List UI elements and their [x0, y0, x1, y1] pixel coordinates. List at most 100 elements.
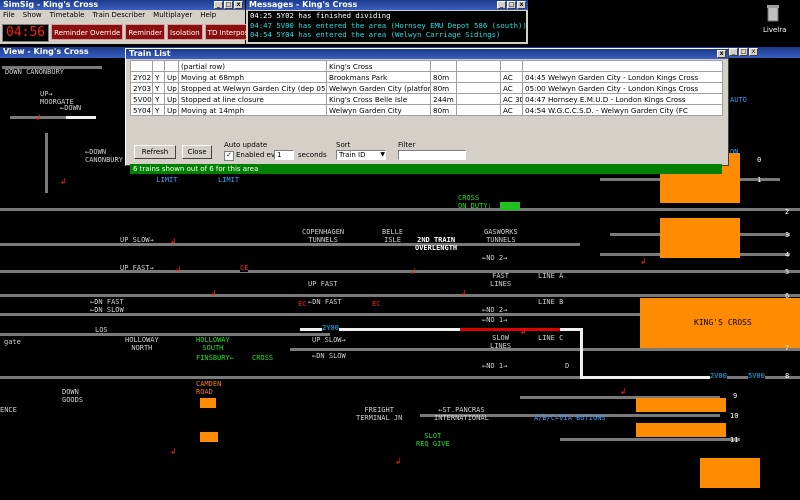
- seconds-label: seconds: [298, 151, 327, 159]
- chevron-down-icon: ▼: [380, 151, 385, 158]
- track-segment: [290, 348, 800, 351]
- menu-multiplayer[interactable]: Multiplayer: [153, 11, 193, 19]
- berth-ce[interactable]: CE: [240, 264, 249, 272]
- signal[interactable]: ↲: [395, 457, 402, 466]
- label-on: ON: [730, 148, 739, 156]
- sort-select[interactable]: Train ID▼: [336, 150, 386, 160]
- close-button[interactable]: x: [749, 48, 758, 56]
- close-list-button[interactable]: Close: [182, 145, 212, 159]
- cell: [522, 60, 723, 72]
- close-button[interactable]: x: [717, 50, 726, 58]
- cell: Y: [152, 71, 165, 83]
- cell: 2Y03: [130, 82, 153, 94]
- maximize-button[interactable]: □: [507, 1, 516, 9]
- simsig-title-bar[interactable]: SimSig - King's Cross _□x: [0, 0, 245, 10]
- label-cross: CROSS: [252, 354, 274, 362]
- berth-ec[interactable]: EC: [372, 300, 381, 308]
- signal[interactable]: ↲: [170, 447, 177, 456]
- cell: Brookmans Park: [326, 71, 431, 83]
- cell: Welwyn Garden City: [326, 104, 431, 116]
- track-segment: [560, 438, 740, 441]
- maximize-button[interactable]: □: [224, 1, 233, 9]
- reminder-override-button[interactable]: Reminder Override: [51, 24, 124, 40]
- label-up-fast: UP FAST→: [120, 264, 154, 272]
- sort-label: Sort: [336, 141, 351, 149]
- cell: [152, 60, 165, 72]
- label-gate: gate: [4, 338, 21, 346]
- platform-block: [200, 398, 216, 408]
- platform-number: 9: [733, 392, 738, 400]
- platform-number: 8: [785, 372, 790, 380]
- cell: 80m: [430, 104, 457, 116]
- minimize-button[interactable]: _: [214, 1, 223, 9]
- minimize-button[interactable]: _: [497, 1, 506, 9]
- cell: [164, 60, 179, 72]
- signal[interactable]: ↲: [640, 257, 647, 266]
- label-holloway-north: HOLLOWAY NORTH: [125, 336, 159, 352]
- signal[interactable]: ↲: [35, 113, 42, 122]
- label-up-slow-2: UP SLOW→: [312, 336, 346, 344]
- menu-train-describer[interactable]: Train Describer: [92, 11, 146, 19]
- auto-update-label: Auto update: [224, 141, 268, 149]
- label-gasworks-tunnels: GASWORKS TUNNELS: [484, 228, 518, 244]
- platform-number: 11: [730, 436, 739, 444]
- berth-2y00[interactable]: 2Y00: [322, 324, 339, 332]
- label-2nd-train-overlength: 2ND TRAIN OVERLENGTH: [415, 236, 458, 252]
- recycle-bin-icon[interactable]: [760, 4, 786, 26]
- messages-window: Messages - King's Cross _□x 04:25 5Y02 h…: [246, 0, 528, 44]
- interval-stepper[interactable]: 1: [274, 150, 294, 160]
- signal[interactable]: ↲: [460, 289, 467, 298]
- cell: 04:54 W.G.C.C.S.D. - Welwyn Garden City …: [522, 104, 723, 116]
- refresh-button[interactable]: Refresh: [134, 145, 176, 159]
- maximize-button[interactable]: □: [739, 48, 748, 56]
- label-holloway-south: HOLLOWAY SOUTH: [196, 336, 230, 352]
- menu-timetable[interactable]: Timetable: [49, 11, 85, 19]
- cell: (partial row): [178, 60, 327, 72]
- signal[interactable]: ↲: [175, 265, 182, 274]
- berth-ec[interactable]: EC: [298, 300, 307, 308]
- cell: Stopped at Welwyn Garden City (dep 05:00…: [178, 82, 327, 94]
- berth-2v00[interactable]: 2V00: [710, 372, 727, 380]
- label-no1-b: ←NO 1→: [482, 362, 508, 370]
- train-list-title-bar[interactable]: Train List x: [126, 49, 728, 59]
- cell: 80m: [430, 82, 457, 94]
- menu-file[interactable]: File: [3, 11, 15, 19]
- label-st-pancras: ←ST.PANCRAS INTERNATIONAL: [434, 406, 489, 422]
- signal[interactable]: ↲: [620, 387, 627, 396]
- menu-show[interactable]: Show: [22, 11, 42, 19]
- signal[interactable]: ↲: [520, 327, 527, 336]
- filter-input[interactable]: [398, 150, 466, 160]
- table-row[interactable]: (partial row)King's Cross: [130, 60, 723, 72]
- platform-number: 2: [785, 208, 790, 216]
- minimize-button[interactable]: _: [729, 48, 738, 56]
- reminder-button[interactable]: Reminder: [125, 24, 166, 40]
- menu-help[interactable]: Help: [200, 11, 217, 19]
- close-button[interactable]: x: [517, 1, 526, 9]
- isolation-button[interactable]: Isolation: [167, 24, 203, 40]
- cell: 2Y02: [130, 71, 153, 83]
- enabled-every-label: Enabled every: [236, 151, 287, 159]
- messages-title-bar[interactable]: Messages - King's Cross _□x: [246, 0, 528, 10]
- signal[interactable]: ↲: [60, 177, 67, 186]
- cell: [430, 60, 457, 72]
- signal[interactable]: ↲: [170, 237, 177, 246]
- train-list-window: Train List x (partial row)King's Cross 2…: [125, 48, 729, 174]
- label-down-goods: DOWN GOODS: [62, 388, 84, 404]
- label-no2-b: ←NO 2→: [482, 306, 508, 314]
- set-route: [560, 328, 580, 331]
- signal[interactable]: ↲: [410, 267, 417, 276]
- berth-5v00[interactable]: 5V00: [748, 372, 765, 380]
- signal[interactable]: ↲: [210, 289, 217, 298]
- auto-update-checkbox[interactable]: ✓: [224, 151, 234, 161]
- label-up-fast-2: UP FAST: [308, 280, 338, 288]
- track-segment: [0, 243, 580, 246]
- platform-block: [700, 458, 760, 488]
- messages-log[interactable]: 04:25 5Y02 has finished dividing 04:47 5…: [248, 11, 526, 42]
- label-los: LOS: [95, 326, 108, 334]
- close-button[interactable]: x: [234, 1, 243, 9]
